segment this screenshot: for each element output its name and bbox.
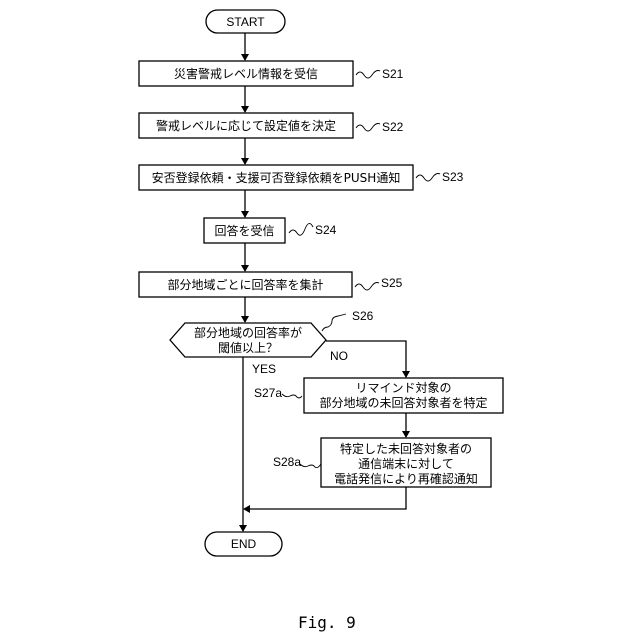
end-terminal: END — [205, 532, 282, 556]
figure-caption: Fig. 9 — [298, 613, 356, 632]
decision-s26: 部分地域の回答率が 閾値以上？ S26 NO YES — [170, 309, 374, 376]
leader-s21 — [356, 71, 380, 79]
step-s24-text: 回答を受信 — [214, 223, 274, 238]
decision-yes-label: YES — [252, 362, 276, 376]
step-s28a-line1: 特定した未回答対象者の — [340, 441, 472, 456]
step-s24-id: S24 — [315, 223, 337, 237]
leader-s22 — [356, 124, 380, 132]
step-s28a-line3: 電話発信により再確認通知 — [334, 471, 478, 486]
end-label: END — [231, 537, 257, 551]
step-s27a: リマインド対象の 部分地域の未回答対象者を特定 S27a — [254, 378, 503, 413]
step-s26-id: S26 — [352, 309, 374, 323]
start-terminal: START — [206, 10, 285, 33]
leader-s27a — [282, 394, 302, 398]
step-s28a-line2: 通信端末に対して — [358, 457, 454, 471]
step-s23-text: 安否登録依頼・支援可否登録依頼をPUSH通知 — [152, 170, 401, 185]
step-s27a-id: S27a — [254, 386, 282, 400]
step-s22-id: S22 — [382, 120, 404, 134]
step-s25: 部分地域ごとに回答率を集計 S25 — [139, 272, 403, 297]
step-s21: 災害警戒レベル情報を受信 S21 — [139, 61, 404, 86]
start-label: START — [226, 15, 265, 29]
step-s27a-line1: リマインド対象の — [355, 381, 451, 395]
step-s21-id: S21 — [382, 67, 404, 81]
leader-s26 — [322, 314, 346, 331]
leader-s28a — [300, 464, 321, 468]
step-s25-text: 部分地域ごとに回答率を集計 — [167, 277, 323, 292]
step-s22: 警戒レベルに応じて設定値を決定 S22 — [139, 113, 404, 138]
decision-no-label: NO — [330, 349, 348, 363]
step-s28a: 特定した未回答対象者の 通信端末に対して 電話発信により再確認通知 S28a — [273, 438, 491, 487]
step-s23: 安否登録依頼・支援可否登録依頼をPUSH通知 S23 — [139, 165, 464, 190]
decision-s26-line2: 閾値以上？ — [218, 340, 278, 355]
step-s23-id: S23 — [442, 170, 464, 184]
step-s21-text: 災害警戒レベル情報を受信 — [174, 66, 318, 81]
leader-s25 — [355, 283, 379, 291]
leader-s24 — [289, 223, 313, 235]
step-s25-id: S25 — [381, 276, 403, 290]
step-s28a-id: S28a — [273, 455, 301, 469]
step-s22-text: 警戒レベルに応じて設定値を決定 — [156, 118, 336, 133]
arrow-s28a-merge — [244, 487, 406, 509]
decision-s26-line1: 部分地域の回答率が — [194, 325, 302, 340]
step-s24: 回答を受信 S24 — [204, 218, 337, 243]
leader-s23 — [416, 174, 440, 182]
step-s27a-line2: 部分地域の未回答対象者を特定 — [319, 395, 487, 410]
